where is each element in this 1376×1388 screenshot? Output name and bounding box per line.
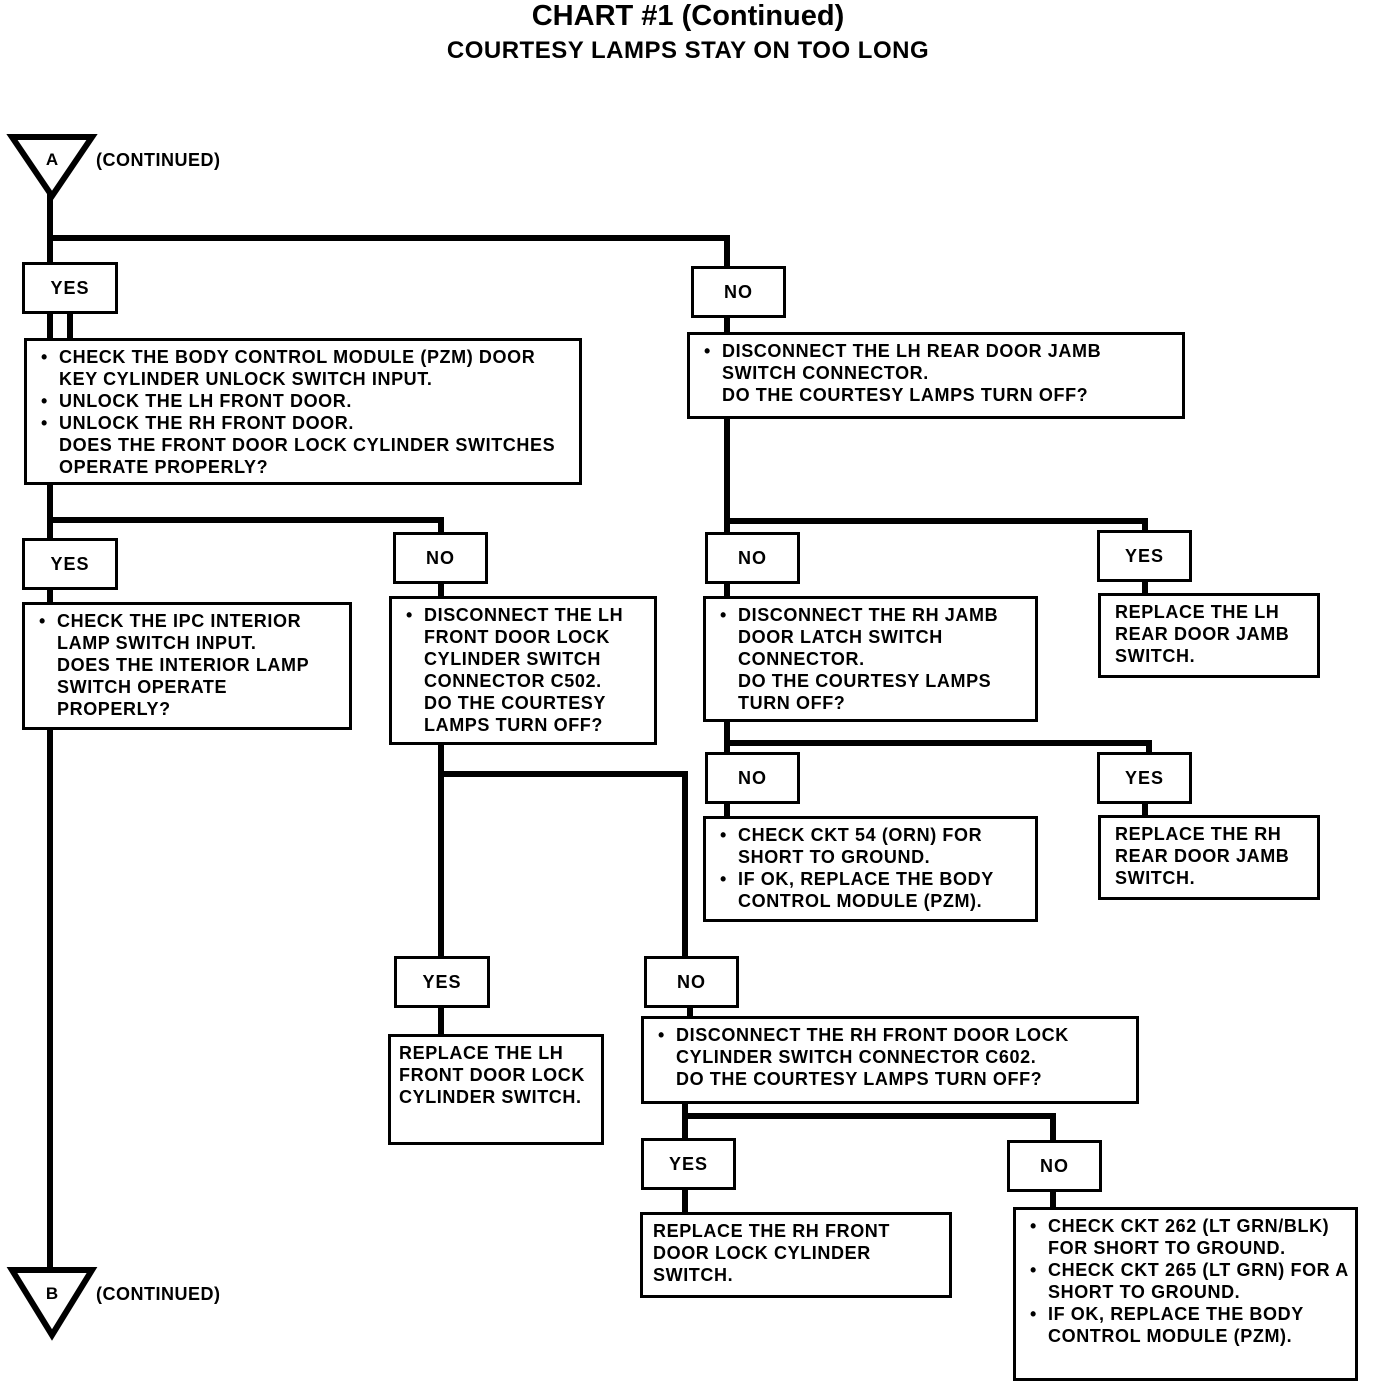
label-no-lh-front: NO <box>644 956 739 1008</box>
step-action: REPLACE THE RH FRONT DOOR LOCK CYLINDER … <box>653 1221 890 1285</box>
step-question: DO THE COURTESY LAMPS TURN OFF? <box>676 1069 1043 1089</box>
bullet-item: UNLOCK THE RH FRONT DOOR. <box>37 412 573 434</box>
label-yes-lh-rear: YES <box>1097 530 1192 582</box>
label-yes-rh-front: YES <box>641 1138 736 1190</box>
connector-b-letter: B <box>45 1284 59 1303</box>
step-bcm-check: CHECK THE BODY CONTROL MODULE (PZM) DOOR… <box>24 338 582 485</box>
bullet-item: CHECK CKT 265 (LT GRN) FOR A SHORT TO GR… <box>1026 1259 1349 1303</box>
bullet-item: IF OK, REPLACE THE BODY CONTROL MODULE (… <box>716 868 1029 912</box>
label-no-rh-jamb: NO <box>705 752 800 804</box>
connector-b-triangle <box>6 1267 98 1341</box>
step-action: REPLACE THE LH REAR DOOR JAMB SWITCH. <box>1115 602 1290 666</box>
label-no-a: NO <box>691 266 786 318</box>
step-question: DO THE COURTESY LAMPS TURN OFF? <box>738 671 992 713</box>
step-lh-front-lock: DISCONNECT THE LH FRONT DOOR LOCK CYLIND… <box>389 596 657 745</box>
bullet-item: CHECK THE BODY CONTROL MODULE (PZM) DOOR… <box>37 346 573 390</box>
step-replace-lh-front: REPLACE THE LH FRONT DOOR LOCK CYLINDER … <box>388 1034 604 1145</box>
step-replace-rh-rear: REPLACE THE RH REAR DOOR JAMB SWITCH. <box>1098 815 1320 900</box>
step-lh-rear-jamb: DISCONNECT THE LH REAR DOOR JAMB SWITCH … <box>687 332 1185 419</box>
step-question: DO THE COURTESY LAMPS TURN OFF? <box>722 385 1089 405</box>
chart-title: CHART #1 (Continued) <box>531 0 845 32</box>
bullet-item: CHECK THE IPC INTERIOR LAMP SWITCH INPUT… <box>35 610 343 654</box>
bullet-item: DISCONNECT THE LH REAR DOOR JAMB SWITCH … <box>700 340 1176 384</box>
bullet-item: CHECK CKT 262 (LT GRN/BLK) FOR SHORT TO … <box>1026 1215 1349 1259</box>
chart-subtitle: COURTESY LAMPS STAY ON TOO LONG <box>446 37 930 64</box>
bullet-item: CHECK CKT 54 (ORN) FOR SHORT TO GROUND. <box>716 824 1029 868</box>
label-yes-rh-jamb: YES <box>1097 752 1192 804</box>
bullet-item: DISCONNECT THE RH FRONT DOOR LOCK CYLIND… <box>654 1024 1130 1068</box>
step-ipc-check: CHECK THE IPC INTERIOR LAMP SWITCH INPUT… <box>22 602 352 730</box>
connector-a-letter: A <box>45 150 59 169</box>
label-yes-lh-front: YES <box>394 956 490 1008</box>
step-ckt262: CHECK CKT 262 (LT GRN/BLK) FOR SHORT TO … <box>1013 1207 1358 1381</box>
step-question: DOES THE FRONT DOOR LOCK CYLINDER SWITCH… <box>59 435 556 477</box>
step-question: DOES THE INTERIOR LAMP SWITCH OPERATE PR… <box>57 655 309 719</box>
label-no-bcm: NO <box>393 532 488 584</box>
bullet-item: IF OK, REPLACE THE BODY CONTROL MODULE (… <box>1026 1303 1349 1347</box>
bullet-item: DISCONNECT THE LH FRONT DOOR LOCK CYLIND… <box>402 604 648 692</box>
bullet-item: DISCONNECT THE RH JAMB DOOR LATCH SWITCH… <box>716 604 1029 670</box>
step-replace-rh-front: REPLACE THE RH FRONT DOOR LOCK CYLINDER … <box>640 1212 952 1298</box>
label-yes-bcm: YES <box>22 538 118 590</box>
step-ckt54: CHECK CKT 54 (ORN) FOR SHORT TO GROUND. … <box>703 816 1038 922</box>
step-rh-front-lock: DISCONNECT THE RH FRONT DOOR LOCK CYLIND… <box>641 1016 1139 1104</box>
label-no-rh-front: NO <box>1007 1140 1102 1192</box>
step-replace-lh-rear: REPLACE THE LH REAR DOOR JAMB SWITCH. <box>1098 593 1320 678</box>
label-no-lh-rear: NO <box>705 532 800 584</box>
step-action: REPLACE THE LH FRONT DOOR LOCK CYLINDER … <box>399 1043 585 1107</box>
step-question: DO THE COURTESY LAMPS TURN OFF? <box>424 693 606 735</box>
label-yes-a: YES <box>22 262 118 314</box>
connector-a-note: (CONTINUED) <box>96 150 221 170</box>
connector-a-triangle <box>6 134 98 202</box>
step-action: REPLACE THE RH REAR DOOR JAMB SWITCH. <box>1115 824 1290 888</box>
bullet-item: UNLOCK THE LH FRONT DOOR. <box>37 390 573 412</box>
connector-b-note: (CONTINUED) <box>96 1284 221 1304</box>
step-rh-jamb-latch: DISCONNECT THE RH JAMB DOOR LATCH SWITCH… <box>703 596 1038 722</box>
